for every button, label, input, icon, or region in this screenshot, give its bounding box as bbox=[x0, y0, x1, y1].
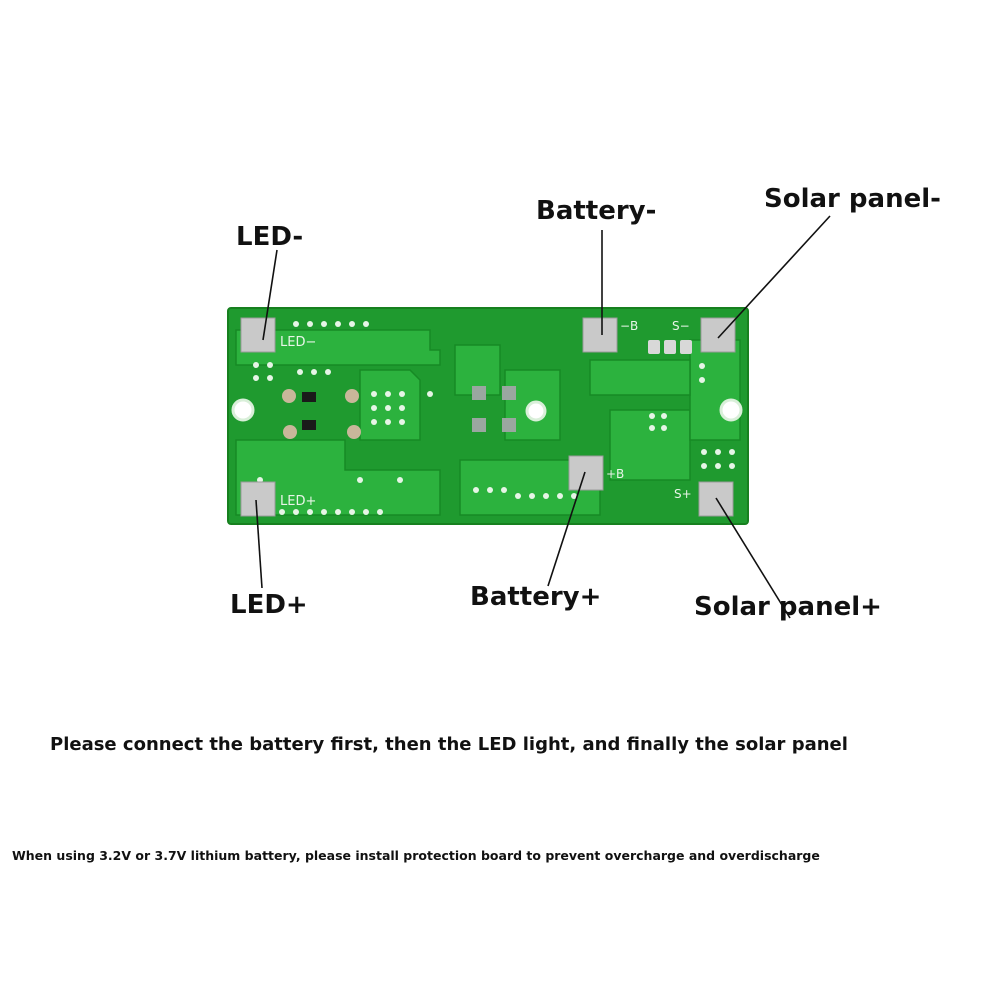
led-minus-label: LED- bbox=[236, 222, 304, 252]
callout-lines bbox=[255, 215, 831, 619]
battery-plus-leader bbox=[547, 471, 586, 587]
silk-battery-plus: +B bbox=[606, 467, 624, 481]
led-minus-pad bbox=[240, 317, 276, 353]
solar-minus-pad bbox=[700, 317, 736, 353]
led-plus-leader bbox=[255, 499, 263, 589]
silk-led-plus: LED+ bbox=[280, 494, 316, 509]
solar-panel-plus-label: Solar panel+ bbox=[694, 592, 882, 622]
silk-led-minus: LED− bbox=[280, 335, 316, 350]
battery-minus-pad bbox=[582, 317, 618, 353]
led-minus-leader bbox=[262, 249, 278, 341]
mounting-hole-left bbox=[231, 398, 255, 422]
mounting-hole-right bbox=[719, 398, 743, 422]
silk-solar-plus: S+ bbox=[674, 487, 692, 501]
led-plus-label: LED+ bbox=[230, 590, 308, 620]
solar-plus-leader bbox=[715, 497, 791, 619]
battery-plus-pad bbox=[568, 455, 604, 491]
solar-minus-leader bbox=[717, 215, 831, 339]
lithium-battery-warning: When using 3.2V or 3.7V lithium battery,… bbox=[12, 848, 820, 863]
led-plus-pad bbox=[240, 481, 276, 517]
battery-minus-label: Battery- bbox=[536, 196, 657, 226]
silk-battery-minus: −B bbox=[620, 319, 638, 333]
silk-solar-minus: S− bbox=[672, 319, 690, 333]
connection-order-note: Please connect the battery first, then t… bbox=[50, 734, 848, 755]
mounting-hole-center bbox=[525, 400, 547, 422]
via-dots bbox=[253, 321, 735, 515]
solar-panel-minus-label: Solar panel- bbox=[764, 184, 941, 214]
battery-plus-label: Battery+ bbox=[470, 582, 602, 612]
smd-components bbox=[282, 340, 692, 439]
